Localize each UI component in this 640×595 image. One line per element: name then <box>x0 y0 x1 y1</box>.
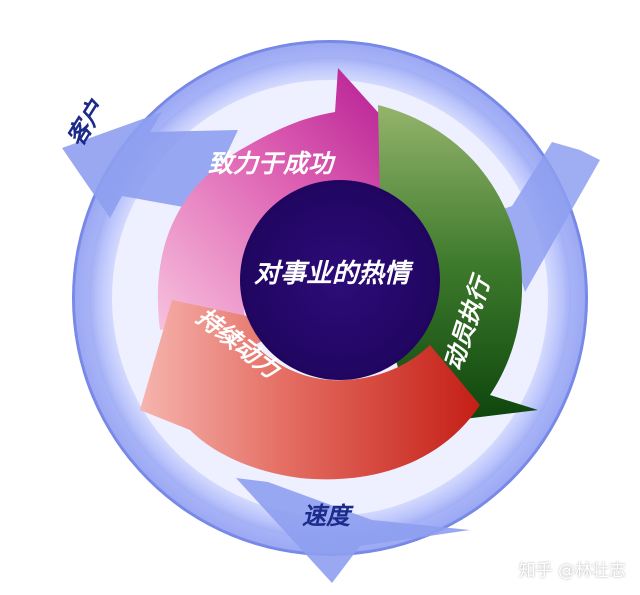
speed-label: 速度 <box>302 502 354 530</box>
center-label: 对事业的热情 <box>254 259 414 289</box>
mobilize-arrow <box>378 105 538 425</box>
center-circle <box>240 180 440 380</box>
right-arrow-icon <box>500 142 600 292</box>
speed-arrow-icon <box>236 478 470 583</box>
success-arrow-label: 致力于成功 <box>208 149 336 178</box>
momentum-arrow <box>140 300 480 480</box>
watermark: 知乎 @林壮志 <box>518 561 626 581</box>
